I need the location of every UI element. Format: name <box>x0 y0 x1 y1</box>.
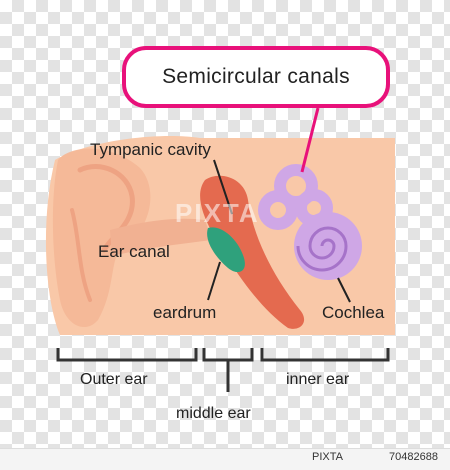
label-eardrum: eardrum <box>153 303 217 322</box>
outer-ear-bracket <box>56 348 198 362</box>
title-pointer-line <box>300 107 320 173</box>
label-middle-ear: middle ear <box>176 405 251 422</box>
ear-canal-tube <box>110 218 212 256</box>
watermark-logo: PIXTA <box>175 198 260 228</box>
tympanic-cavity-shape <box>200 175 305 329</box>
semicircular-canals-callout: Semicircular canals <box>122 46 390 108</box>
outer-ear-shape <box>52 148 151 328</box>
cochlea-pointer-line <box>337 277 351 303</box>
eardrum-pointer-line <box>207 261 221 301</box>
label-cochlea: Cochlea <box>322 303 385 322</box>
eardrum-shape <box>207 227 245 273</box>
outer-ear-fold-2 <box>70 208 92 302</box>
middle-ear-bracket <box>202 348 254 392</box>
stock-footer-bar: PIXTA 70482688 <box>0 448 450 470</box>
inner-ear-bracket <box>260 348 390 362</box>
footer-logo: PIXTA <box>312 451 343 463</box>
tympanic-pointer-line <box>213 159 233 215</box>
label-outer-ear: Outer ear <box>80 371 148 388</box>
footer-image-id: 70482688 <box>389 451 438 463</box>
label-ear-canal: Ear canal <box>98 242 170 261</box>
label-tympanic-cavity: Tympanic cavity <box>90 140 211 159</box>
cochlea-shape <box>294 212 362 280</box>
label-inner-ear: inner ear <box>286 371 350 388</box>
callout-title: Semicircular canals <box>162 65 350 88</box>
